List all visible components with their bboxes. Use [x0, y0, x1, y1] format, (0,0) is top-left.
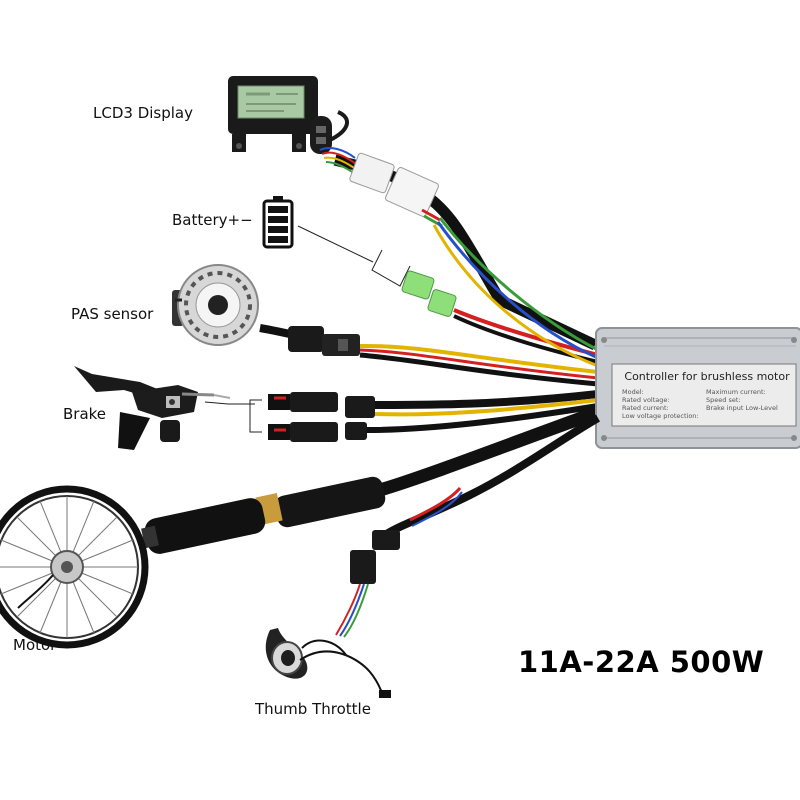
lcd-label: LCD3 Display: [93, 104, 193, 122]
controller-title: Controller for brushless motor: [624, 370, 790, 383]
thumb-throttle: [265, 628, 391, 698]
pas-connector: [288, 326, 360, 356]
brake-pointer: [204, 399, 262, 433]
motor-wheel: [0, 485, 149, 649]
battery-label: Battery+−: [172, 211, 253, 229]
throttle-label: Thumb Throttle: [255, 700, 371, 718]
pas-sensor: [172, 264, 259, 346]
motor-connector: [141, 476, 386, 554]
spec-rated-current: Rated current:: [622, 404, 669, 412]
battery-icon: [262, 196, 294, 249]
spec-model: Model:: [622, 388, 644, 396]
brake-lever: [74, 366, 231, 450]
thumb-throttle-wires: [335, 530, 400, 638]
spec-rated-voltage: Rated voltage:: [622, 396, 670, 404]
battery-connector: [401, 270, 599, 364]
motor-cable: [378, 405, 601, 497]
controller-box: [595, 327, 800, 449]
brake-connectors: [268, 392, 375, 442]
motor-label: Motor: [13, 636, 57, 654]
pas-label: PAS sensor: [71, 305, 154, 323]
power-rating: 11A-22A 500W: [518, 645, 765, 679]
battery-pointer: [297, 225, 411, 287]
brake-label: Brake: [63, 405, 107, 423]
spec-brake-input: Brake input Low-Level: [706, 404, 778, 412]
spec-low-voltage: Low voltage protection:: [622, 412, 699, 420]
lcd3-display: [228, 76, 349, 154]
lcd-connector: [349, 152, 443, 228]
spec-speed-set: Speed set:: [706, 396, 741, 404]
spec-max-current: Maximum current:: [706, 388, 766, 396]
